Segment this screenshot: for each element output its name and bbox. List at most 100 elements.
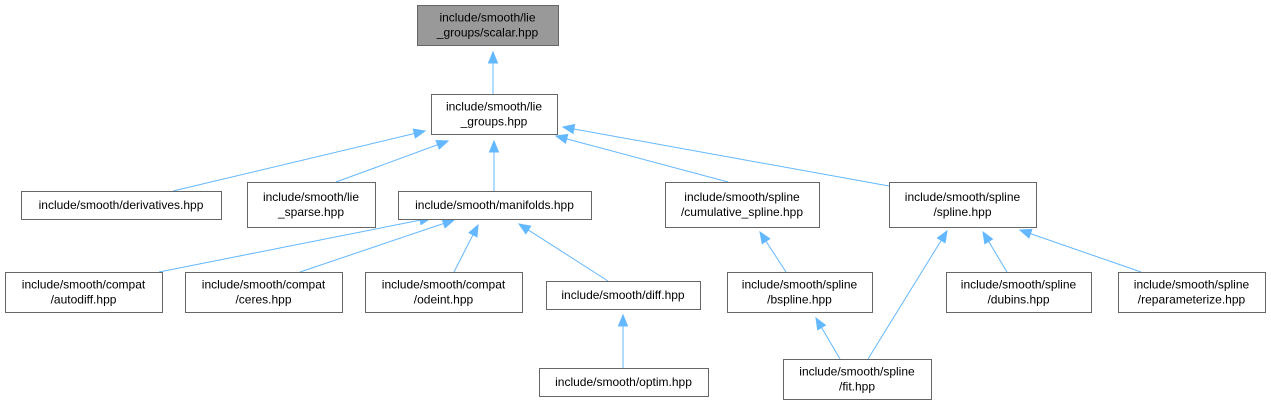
node-label-line: include/smooth/spline	[1134, 278, 1250, 292]
node-label-line: include/smooth/spline	[905, 190, 1021, 204]
edge-line	[821, 327, 841, 360]
node-box	[417, 5, 559, 46]
edge-line	[988, 241, 1008, 273]
node-box	[665, 182, 820, 228]
arrowhead-icon	[561, 123, 576, 135]
edge-line	[527, 229, 609, 282]
arrowhead-icon	[617, 313, 629, 327]
node-derivatives[interactable]: include/smooth/derivatives.hpp	[21, 191, 222, 220]
node-reparam[interactable]: include/smooth/spline/reparameterize.hpp	[1118, 272, 1266, 313]
nodes-layer: include/smooth/lie_groups/scalar.hppincl…	[5, 5, 1266, 400]
edge-cumulative-to-lie_groups	[554, 133, 729, 183]
node-box	[546, 281, 701, 310]
node-label-line: /autodiff.hpp	[51, 293, 117, 307]
node-box	[247, 182, 376, 228]
node-label-line: include/smooth/compat	[22, 278, 146, 292]
node-box	[5, 272, 163, 313]
node-label-line: /cumulative_spline.hpp	[681, 205, 803, 219]
node-lie-sparse[interactable]: include/smooth/lie_sparse.hpp	[247, 182, 376, 228]
node-optim[interactable]: include/smooth/optim.hpp	[539, 368, 709, 397]
node-fit[interactable]: include/smooth/spline/fit.hpp	[783, 359, 932, 400]
edge-line	[765, 240, 787, 273]
node-box	[1118, 272, 1266, 313]
node-box	[946, 272, 1092, 313]
edge-line	[867, 240, 942, 360]
arrowhead-icon	[1018, 228, 1033, 239]
node-label-line: include/smooth/lie	[446, 100, 542, 114]
edge-fit-to-spline	[867, 229, 948, 360]
edges-layer	[158, 50, 1142, 368]
node-label-line: include/smooth/compat	[202, 278, 326, 292]
arrowhead-icon	[554, 133, 569, 145]
edge-manifolds-to-lie_groups	[488, 139, 500, 191]
node-label-line: _groups/scalar.hpp	[436, 26, 539, 40]
node-box	[727, 272, 873, 313]
edge-line	[453, 234, 474, 273]
node-label-line: include/smooth/manifolds.hpp	[415, 198, 574, 212]
node-label-line: include/smooth/spline	[799, 365, 915, 379]
node-label-line: /spline.hpp	[933, 205, 991, 219]
node-box	[365, 272, 523, 313]
arrowhead-icon	[441, 218, 456, 229]
edge-line	[1030, 233, 1142, 273]
node-box	[431, 94, 558, 135]
edge-line	[158, 219, 421, 273]
node-ceres[interactable]: include/smooth/compat/ceres.hpp	[185, 272, 343, 313]
node-label-line: include/smooth/spline	[742, 278, 858, 292]
node-label-line: /reparameterize.hpp	[1138, 293, 1246, 307]
node-label-line: _groups.hpp	[460, 115, 528, 129]
edge-ceres-to-manifolds	[299, 218, 456, 273]
edge-bspline-to-cumulative	[759, 230, 787, 273]
arrowhead-icon	[936, 229, 948, 244]
edge-spline-to-lie_groups	[561, 123, 890, 187]
edge-lie_sparse-to-lie_groups	[335, 140, 450, 183]
node-autodiff[interactable]: include/smooth/compat/autodiff.hpp	[5, 272, 163, 313]
node-box	[539, 368, 709, 397]
node-label-line: include/smooth/lie	[439, 11, 535, 25]
edge-reparam-to-spline	[1018, 228, 1142, 273]
edge-lie_groups-to-scalar	[487, 50, 499, 94]
arrowhead-icon	[412, 128, 427, 139]
edge-diff-to-manifolds	[517, 223, 609, 282]
node-label-line: include/smooth/spline	[961, 278, 1077, 292]
node-dubins[interactable]: include/smooth/spline/dubins.hpp	[946, 272, 1092, 313]
node-spline[interactable]: include/smooth/spline/spline.hpp	[889, 182, 1037, 228]
edge-dubins-to-spline	[982, 230, 1008, 273]
node-diff[interactable]: include/smooth/diff.hpp	[546, 281, 701, 310]
node-cumulative[interactable]: include/smooth/spline/cumulative_spline.…	[665, 182, 820, 228]
node-label-line: /dubins.hpp	[987, 293, 1049, 307]
node-label-line: /ceres.hpp	[235, 293, 291, 307]
arrowhead-icon	[435, 140, 450, 150]
edge-line	[299, 223, 444, 273]
node-label-line: include/smooth/optim.hpp	[555, 375, 692, 389]
node-box	[21, 191, 222, 220]
node-box	[398, 191, 592, 220]
node-odeint[interactable]: include/smooth/compat/odeint.hpp	[365, 272, 523, 313]
arrowhead-icon	[815, 316, 827, 331]
arrowhead-icon	[517, 223, 532, 235]
node-scalar[interactable]: include/smooth/lie_groups/scalar.hpp	[417, 5, 559, 46]
edge-fit-to-bspline	[815, 316, 841, 360]
node-box	[889, 182, 1037, 228]
node-manifolds[interactable]: include/smooth/manifolds.hpp	[398, 191, 592, 220]
node-lie-groups[interactable]: include/smooth/lie_groups.hpp	[431, 94, 558, 135]
node-box	[783, 359, 932, 400]
arrowhead-icon	[982, 230, 994, 245]
node-label-line: /fit.hpp	[839, 380, 875, 394]
edge-line	[335, 144, 438, 183]
node-label-line: include/smooth/diff.hpp	[561, 288, 685, 302]
node-label-line: include/smooth/derivatives.hpp	[39, 198, 204, 212]
node-box	[185, 272, 343, 313]
node-label-line: /odeint.hpp	[414, 293, 474, 307]
node-bspline[interactable]: include/smooth/spline/bspline.hpp	[727, 272, 873, 313]
node-label-line: _sparse.hpp	[277, 205, 344, 219]
node-label-line: /bspline.hpp	[767, 293, 832, 307]
edge-optim-to-diff	[617, 313, 629, 368]
edge-odeint-to-manifolds	[453, 223, 479, 273]
edge-line	[566, 138, 729, 183]
edge-line	[573, 128, 890, 187]
arrowhead-icon	[468, 223, 479, 238]
arrowhead-icon	[759, 230, 771, 245]
edge-line	[172, 133, 415, 192]
